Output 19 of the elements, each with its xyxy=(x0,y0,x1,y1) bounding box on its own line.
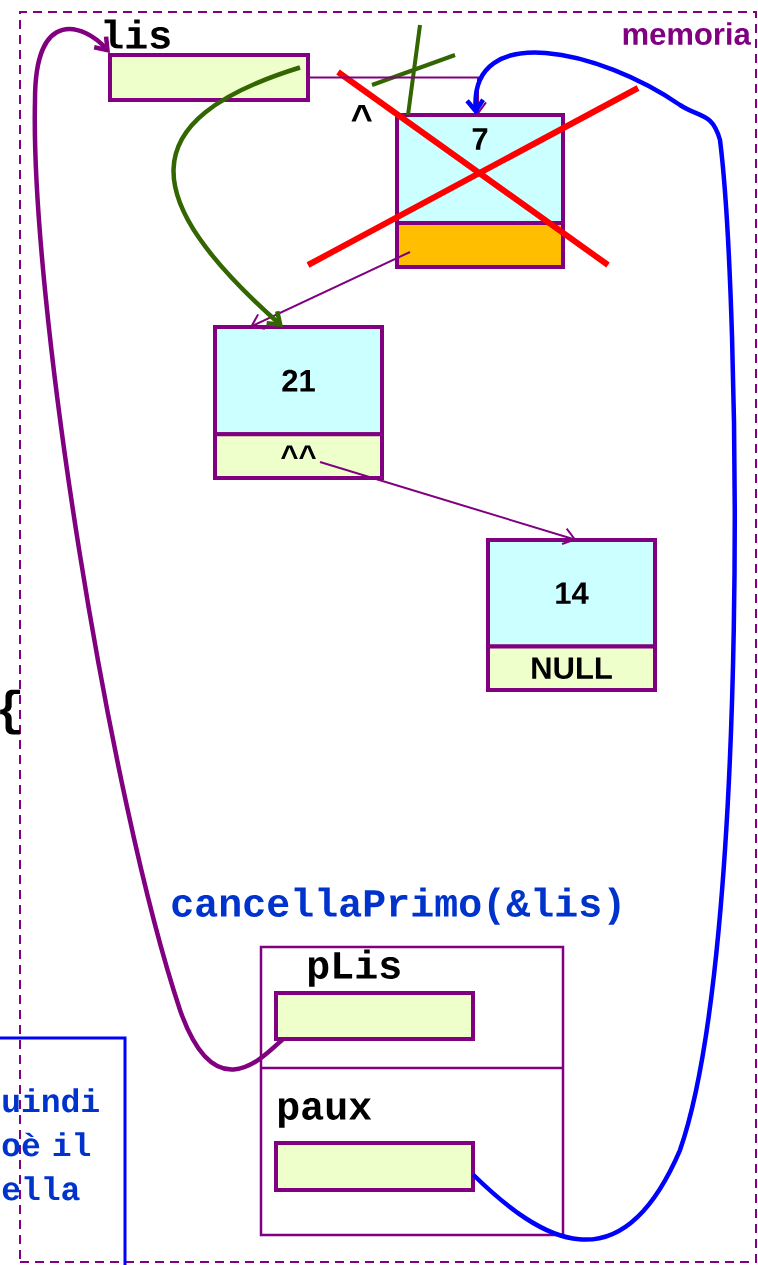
caret-mark: ^ xyxy=(351,104,372,122)
arrow xyxy=(250,251,411,330)
arrow xyxy=(319,461,577,545)
list-node: 7 xyxy=(395,113,565,269)
arrow xyxy=(171,65,301,327)
node-label: lis xyxy=(104,19,170,49)
arrow xyxy=(32,27,285,1072)
variable-box: lis xyxy=(104,19,310,102)
arrow xyxy=(307,76,487,115)
node-label: cancellaPrimo(&lis) xyxy=(172,887,620,925)
variable-box: paux xyxy=(274,1098,475,1192)
note-box: uindi oè il ella xyxy=(0,1036,127,1265)
brace: { xyxy=(0,689,21,735)
list-node: 21 ^^ xyxy=(213,325,384,480)
node-label: paux xyxy=(278,1097,372,1128)
variable-box: pLis xyxy=(274,949,475,1041)
node-label: pLis xyxy=(308,949,400,987)
arrow xyxy=(465,50,737,1242)
list-node: 14 NULL xyxy=(486,538,657,692)
